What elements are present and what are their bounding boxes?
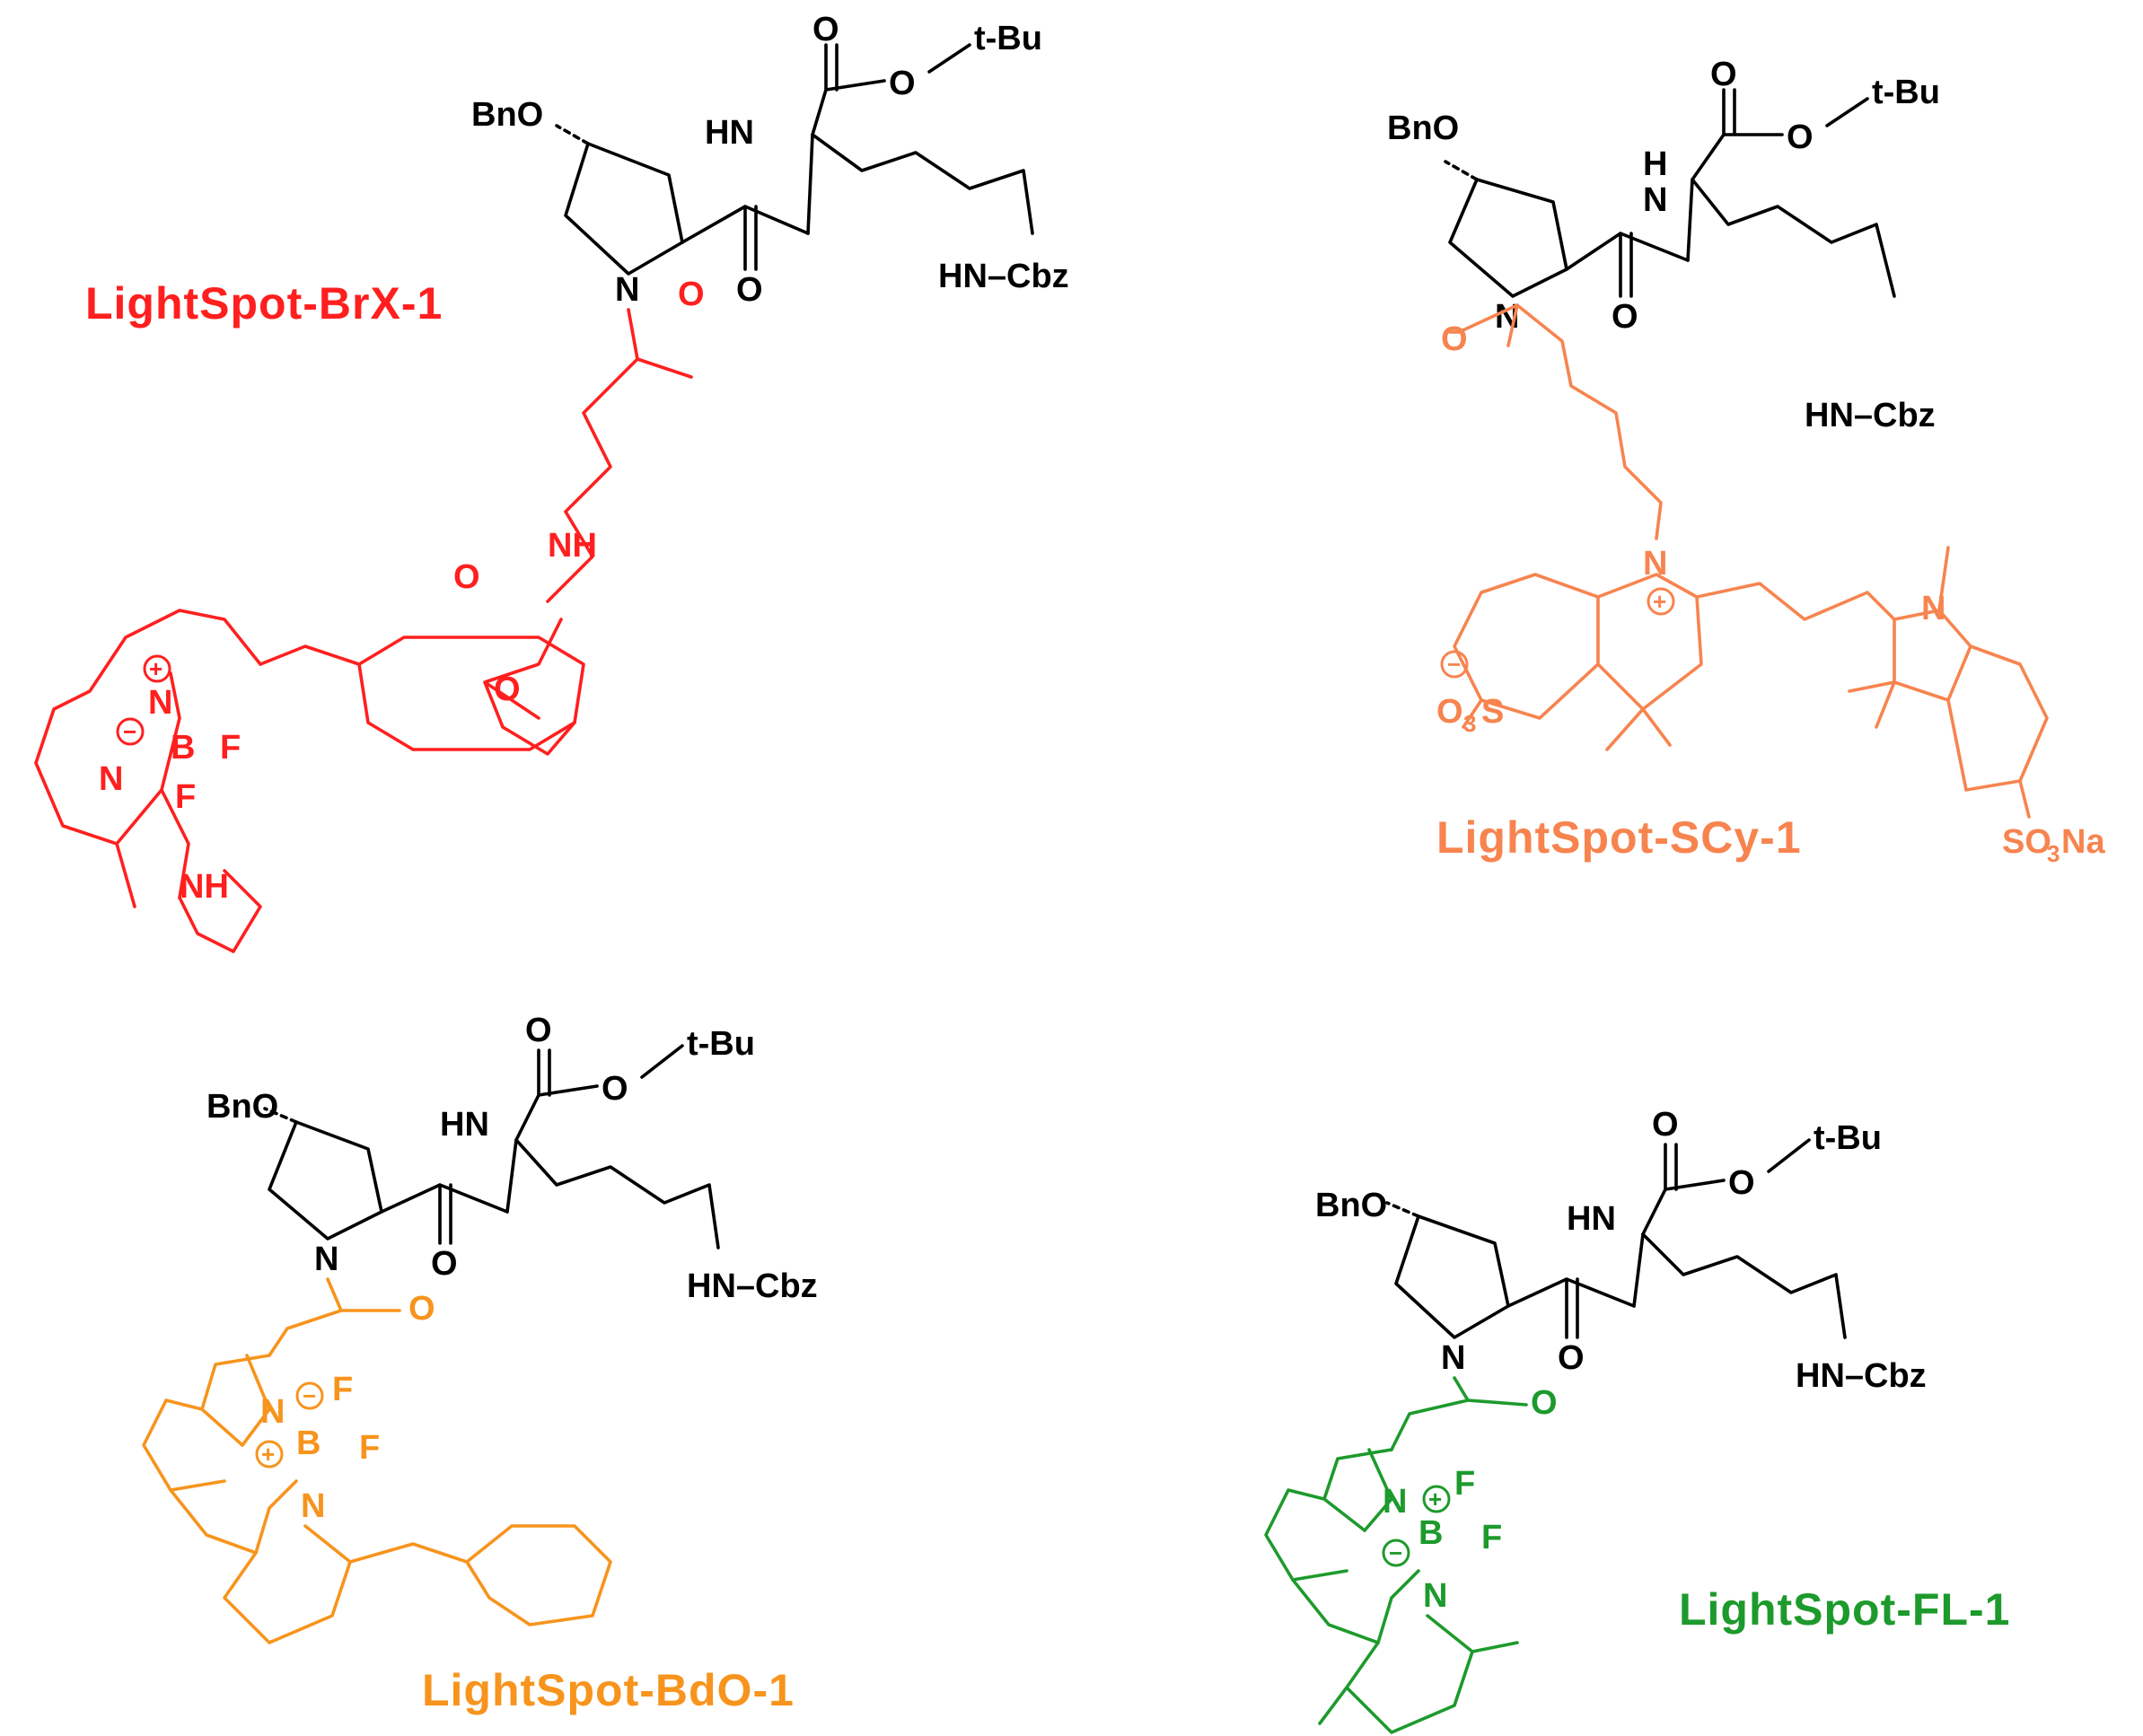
brx-f1: F: [220, 729, 241, 767]
bdo-plus-charge: [255, 1440, 284, 1469]
peptide-core-brx: [555, 43, 1034, 276]
carbonyl-o-label: O: [1710, 56, 1737, 93]
brx-minus-charge: [116, 717, 145, 746]
ester-o-label: O: [889, 65, 916, 102]
tbu-label: t-Bu: [1872, 74, 1940, 111]
fl-ketone-o: O: [1531, 1384, 1558, 1422]
hn-label: HN: [440, 1106, 489, 1144]
compound-fl-1: t-Bu O O BnO HN O N HN–Cbz O N + B F F −…: [1264, 1106, 2010, 1734]
bno-label: BnO: [471, 96, 543, 134]
fl-minus-charge: [1382, 1539, 1410, 1567]
bno-label: BnO: [1315, 1187, 1387, 1224]
scy-so3na-so: SO: [2002, 823, 2051, 861]
amide-o-label: O: [1558, 1339, 1585, 1377]
scy-minus-charge: [1440, 650, 1469, 679]
hncbz-label: HN–Cbz: [938, 258, 1069, 295]
tbu-label: t-Bu: [687, 1025, 755, 1063]
bno-label: BnO: [1387, 110, 1459, 147]
brx-nh2: NH: [180, 868, 229, 906]
fl-f2: F: [1481, 1519, 1502, 1556]
brx-amide-o: O: [678, 276, 705, 313]
bdo-ketone-o: O: [408, 1290, 435, 1328]
brx-b: B: [171, 729, 195, 767]
fl-f1: F: [1454, 1465, 1475, 1503]
ester-o-label: O: [1787, 118, 1814, 156]
bno-label: BnO: [206, 1088, 278, 1126]
scy-ketone-o: O: [1441, 320, 1468, 358]
brx-nh-label: NH: [548, 527, 597, 565]
bdo-n1: N: [260, 1393, 285, 1431]
scy-plus-charge: [1647, 587, 1675, 616]
scy-n1: N: [1643, 545, 1667, 583]
hncbz-label: HN–Cbz: [1796, 1357, 1927, 1395]
bdo-n2: N: [301, 1487, 325, 1525]
peptide-core-scy: [1444, 88, 1896, 298]
hncbz-label: HN–Cbz: [1805, 397, 1936, 434]
brx-n1: N: [148, 684, 172, 722]
scy-o3s-o: O: [1436, 693, 1463, 731]
scy-so3na-na: Na: [2061, 823, 2105, 861]
dye-linker-bdo: [142, 1277, 612, 1644]
ester-o-label: O: [1728, 1164, 1755, 1202]
fl-minus-sign: −: [1389, 1539, 1402, 1566]
scy-o3s-sub: 3: [1463, 710, 1476, 737]
brx-ether-o: O: [494, 671, 521, 708]
scy-so3na-sub: 3: [2047, 840, 2060, 867]
bdo-minus-sign: −: [303, 1382, 316, 1409]
fl-plus-charge: [1422, 1485, 1451, 1513]
carbonyl-o-label: O: [525, 1012, 552, 1049]
dye-linker-brx: [34, 308, 693, 953]
compound-name-fl-1: LightSpot-FL-1: [1679, 1584, 2010, 1635]
compound-bdo-1: t-Bu O O BnO HN O N HN–Cbz O N B F F N −…: [142, 1012, 818, 1715]
brx-o-label: O: [453, 558, 480, 596]
amide-o-label: O: [431, 1245, 458, 1283]
bdo-minus-charge: [295, 1381, 324, 1410]
scy-plus-sign: +: [1653, 588, 1666, 615]
peptide-core-bdo: [263, 1044, 720, 1249]
scy-minus-sign: −: [1447, 651, 1461, 678]
brx-plus-sign: +: [149, 655, 162, 682]
dye-linker-scy: [1448, 303, 2049, 819]
scy-n2: N: [1921, 590, 1945, 627]
n-label: N: [1643, 181, 1667, 219]
fl-b: B: [1418, 1514, 1443, 1552]
tbu-label: t-Bu: [1814, 1119, 1882, 1157]
h-label: H: [1643, 145, 1667, 183]
brx-minus-sign: −: [123, 718, 136, 745]
n-label: N: [1441, 1339, 1465, 1377]
brx-plus-charge: [143, 654, 171, 683]
hncbz-label: HN–Cbz: [687, 1267, 818, 1305]
fl-n1: N: [1383, 1483, 1407, 1521]
peptide-core-fl: [1385, 1138, 1847, 1339]
bdo-b: B: [296, 1425, 321, 1462]
compound-name-brx-1: LightSpot-BrX-1: [85, 278, 443, 329]
fl-plus-sign: +: [1428, 1486, 1442, 1512]
carbonyl-o-label: O: [812, 11, 839, 48]
hn-label: HN: [705, 114, 754, 152]
ester-o-label: O: [602, 1070, 628, 1108]
amide-o-label: O: [736, 271, 763, 309]
dye-linker-fl: [1264, 1376, 1528, 1734]
n-label: N: [314, 1241, 338, 1278]
amide-o-label: O: [1612, 298, 1638, 336]
hn-label: HN: [1567, 1200, 1616, 1238]
brx-f2: F: [175, 778, 196, 816]
bdo-plus-sign: +: [261, 1441, 275, 1468]
brx-n2: N: [99, 760, 123, 798]
compound-scy-1: t-Bu O O BnO H N O N HN–Cbz O N +: [1387, 56, 2105, 867]
bdo-f2: F: [359, 1429, 380, 1467]
fl-n2: N: [1423, 1577, 1447, 1615]
scy-o3s-s: S: [1481, 693, 1504, 731]
carbonyl-o-label: O: [1652, 1106, 1679, 1144]
n-label: N: [615, 271, 639, 309]
tbu-label: t-Bu: [974, 20, 1042, 57]
compound-brx-1: t-Bu O O BnO HN O N HN–Cbz O NH O O N B …: [34, 11, 1069, 953]
compound-name-scy-1: LightSpot-SCy-1: [1436, 812, 1802, 863]
bdo-f1: F: [332, 1371, 353, 1408]
compound-name-bdo-1: LightSpot-BdO-1: [422, 1665, 795, 1715]
